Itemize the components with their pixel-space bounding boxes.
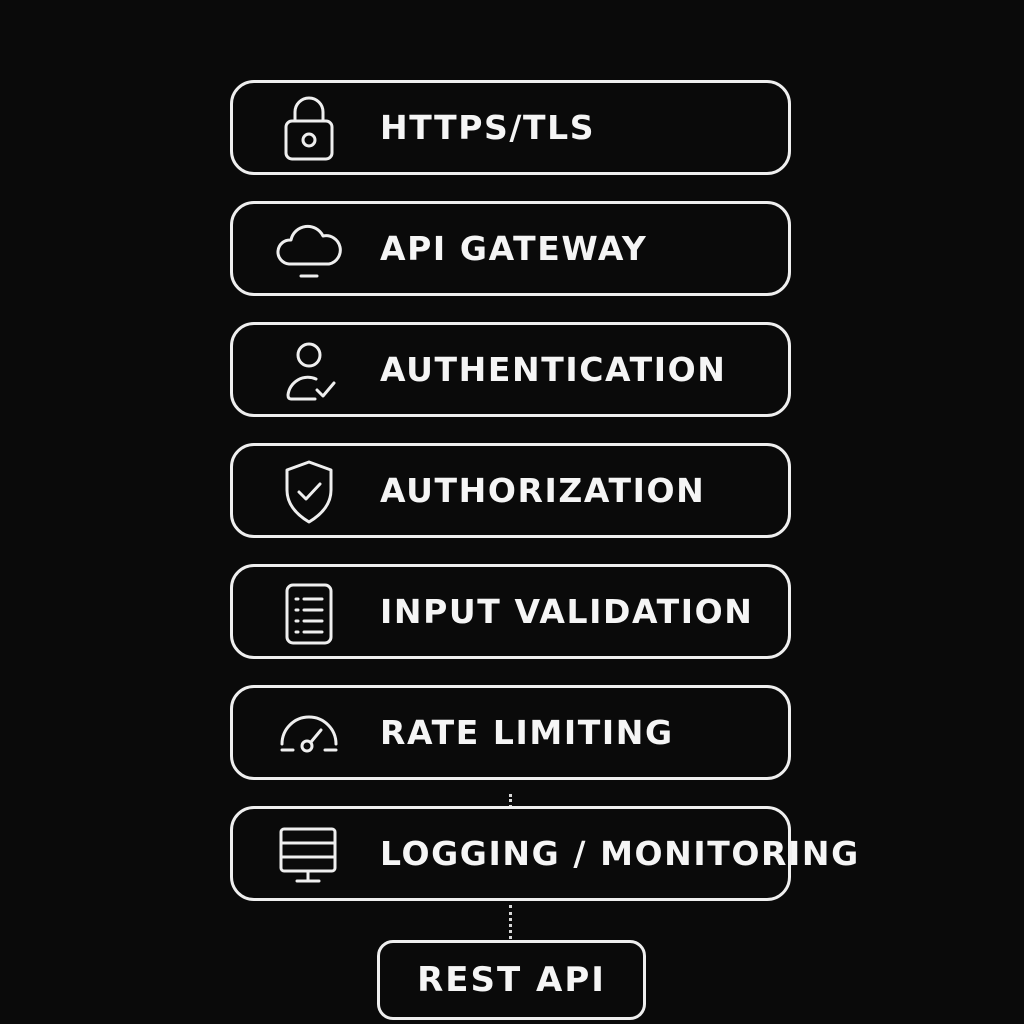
user-check-icon [273, 337, 345, 405]
rest-api-endpoint: REST API [377, 940, 646, 1020]
shield-check-icon [273, 458, 345, 526]
layer-authorization: AUTHORIZATION [230, 443, 791, 538]
connector-dotted [509, 794, 512, 808]
layer-label: RATE LIMITING [380, 713, 674, 752]
layer-label: AUTHENTICATION [380, 350, 727, 389]
layer-logging-monitoring: LOGGING / MONITORING [230, 806, 858, 901]
layer-label: INPUT VALIDATION [380, 592, 754, 631]
layer-label: LOGGING / MONITORING [380, 834, 860, 873]
layer-label: AUTHORIZATION [380, 471, 706, 510]
layer-label: API GATEWAY [380, 229, 648, 268]
endpoint-label: REST API [417, 960, 606, 1000]
layer-rate-limiting: RATE LIMITING [230, 685, 791, 780]
layer-label: HTTPS/TLS [380, 108, 596, 147]
monitor-icon [273, 821, 345, 889]
layer-api-gateway: API GATEWAY [230, 201, 791, 296]
lock-icon [273, 95, 345, 163]
cloud-icon [273, 216, 345, 284]
checklist-icon [273, 579, 345, 647]
layer-https-tls: HTTPS/TLS [230, 80, 791, 175]
layer-authentication: AUTHENTICATION [230, 322, 791, 417]
connector-dotted [509, 905, 512, 939]
gauge-icon [273, 700, 345, 768]
layer-input-validation: INPUT VALIDATION [230, 564, 791, 659]
